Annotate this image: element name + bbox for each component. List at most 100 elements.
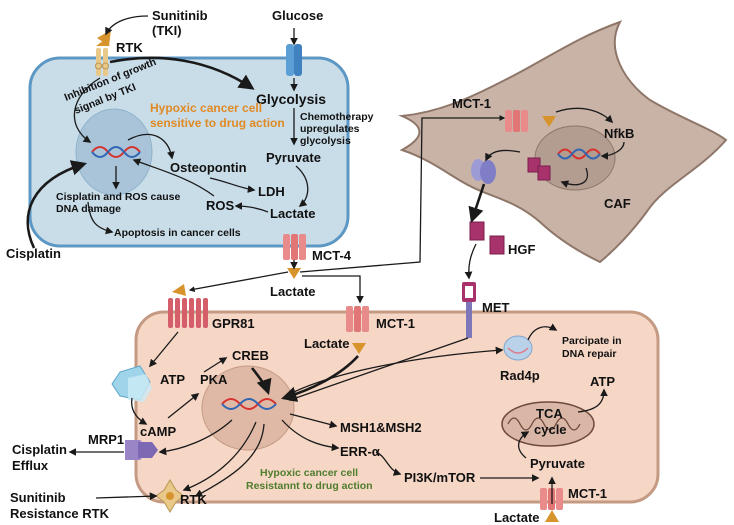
label-pi3k: PI3K/mTOR <box>404 470 476 485</box>
label-chemo-1: Chemotherapy <box>300 111 374 123</box>
arrow-sunitinib-rtk <box>105 15 149 36</box>
arrow-pka-creb <box>203 357 228 373</box>
arrow-hgf-met <box>464 243 477 280</box>
lactate-triangle-bottom <box>545 510 559 522</box>
rad4p-protein-icon <box>503 335 533 361</box>
arrow-dna-hgf-caf <box>560 167 588 188</box>
lactate-triangle-gpr81 <box>172 284 186 296</box>
arrow-err-pi3k <box>375 451 402 476</box>
label-pyruvate-bottom: Pyruvate <box>530 456 585 471</box>
arrow-cisplatin <box>26 160 87 249</box>
label-mct4: MCT-4 <box>312 248 352 263</box>
lactate-triangle-resistant <box>352 343 366 354</box>
label-camp: cAMP <box>140 424 176 439</box>
label-met: MET <box>482 300 510 315</box>
arrow-camp-pka <box>167 393 200 419</box>
label-apoptosis: Apoptosis in cancer cells <box>114 227 241 239</box>
hgf-icon-1 <box>469 221 485 241</box>
label-glycolysis: Glycolysis <box>256 91 326 107</box>
label-atp-left: ATP <box>160 372 185 387</box>
label-gpr81: GPR81 <box>212 316 255 331</box>
mrp1-transporter-icon <box>125 440 158 460</box>
rtk-bottom-icon <box>155 479 185 513</box>
arrow-dna-rtk-2 <box>194 423 265 497</box>
arrow-caf-hgf <box>468 183 486 223</box>
atp-channel-icon <box>111 365 152 402</box>
arrow-tca-atp <box>577 388 608 413</box>
sensitive-nucleus <box>75 108 153 196</box>
arrow-dna-mrp1 <box>158 419 233 456</box>
arrow-ros-dna <box>132 158 215 197</box>
arrow-dna-rtk <box>182 421 257 492</box>
label-cisplatin-efflux-1: Cisplatin <box>12 442 67 457</box>
label-chemo-2: upregulates <box>300 123 360 135</box>
label-ldh: LDH <box>258 184 285 199</box>
arrow-dna-err <box>281 419 340 452</box>
label-ros: ROS <box>206 198 235 213</box>
mct4-transporter-icon <box>283 234 306 260</box>
label-tca-1: TCA <box>536 406 563 421</box>
label-cisplatin-efflux-2: Efflux <box>12 458 49 473</box>
label-cisplatin: Cisplatin <box>6 246 61 261</box>
label-lactate-mid: Lactate <box>270 284 316 299</box>
arrow-osteopontin-ldh <box>209 177 256 193</box>
hgf-icon-2 <box>489 235 505 255</box>
arrow-mct1-nfkb <box>555 107 614 124</box>
resistant-cell <box>134 310 660 504</box>
label-rad4p: Rad4p <box>500 368 540 383</box>
arrow-sunitinib-res <box>95 492 158 501</box>
arrow-rtk-nucleus <box>73 77 101 143</box>
label-lactate-top: Lactate <box>270 206 316 221</box>
label-chemo-3: glycolysis <box>300 135 351 147</box>
arrow-creb-dna <box>250 367 272 395</box>
rtk-top-icon <box>95 40 110 76</box>
mct1-resistant-transporter-icon <box>346 306 369 332</box>
mct1-caf-transporter-icon <box>505 110 528 132</box>
label-err: ERR-α <box>340 444 380 459</box>
arrow-rad4p-repair <box>527 323 558 341</box>
label-sunitinib-tki: (TKI) <box>152 23 182 38</box>
arrow-lactate-to-caf <box>299 115 506 273</box>
arrow-nfkb-dna <box>600 141 625 160</box>
label-sunitinib-res-1: Sunitinib <box>10 490 66 505</box>
arrow-apoptosis <box>87 201 114 235</box>
label-creb: CREB <box>232 348 269 363</box>
label-lactate-bottom: Lactate <box>494 510 540 525</box>
hgf-secreted-icon-1 <box>527 157 541 173</box>
dna-resistant-icon <box>221 398 277 410</box>
label-mct1-resistant: MCT-1 <box>376 316 415 331</box>
gpr81-receptor-icon <box>168 298 208 328</box>
met-receptor-icon <box>462 282 476 338</box>
arrow-lactate-gpr81 <box>188 271 289 293</box>
label-hypoxic-sensitive-2: sensitive to drug action <box>150 116 285 130</box>
label-rtk-top: RTK <box>116 40 143 55</box>
label-nfkb: NfkB <box>604 126 634 141</box>
arrow-lactate-ros <box>234 202 269 213</box>
dna-caf-icon <box>557 148 601 160</box>
arrow-gpr81-atp <box>149 331 179 368</box>
label-osteopontin: Osteopontin <box>170 160 247 175</box>
met-receptor-caf-icon <box>471 159 496 184</box>
label-caf: CAF <box>604 196 631 211</box>
arrow-pyruvate-tca <box>518 431 530 459</box>
dna-sensitive-icon <box>91 146 141 158</box>
label-pka: PKA <box>200 372 228 387</box>
arrow-met-dna <box>288 337 469 402</box>
label-hypoxic-resistant-1: Hypoxic cancer cell <box>260 467 358 479</box>
lactate-triangle-caf <box>542 116 556 127</box>
sensitive-cell <box>28 56 350 248</box>
arrow-caf-met <box>485 149 521 162</box>
glucose-transporter-icon <box>286 44 302 76</box>
label-atp-right: ATP <box>590 374 615 389</box>
arrow-atp-camp <box>130 397 148 425</box>
arrow-lactate-mct1 <box>302 275 364 304</box>
arrow-dna-msh <box>289 413 338 429</box>
label-dna-repair-2: DNA repair <box>562 348 616 360</box>
label-sunitinib-res-2: Resistance RTK <box>10 506 110 521</box>
label-glucose: Glucose <box>272 8 323 23</box>
label-mct1-bottom: MCT-1 <box>568 486 607 501</box>
hgf-secreted-icon-2 <box>537 165 551 181</box>
label-mct1-caf: MCT-1 <box>452 96 491 111</box>
label-lactate-resistant: Lactate <box>304 336 350 351</box>
